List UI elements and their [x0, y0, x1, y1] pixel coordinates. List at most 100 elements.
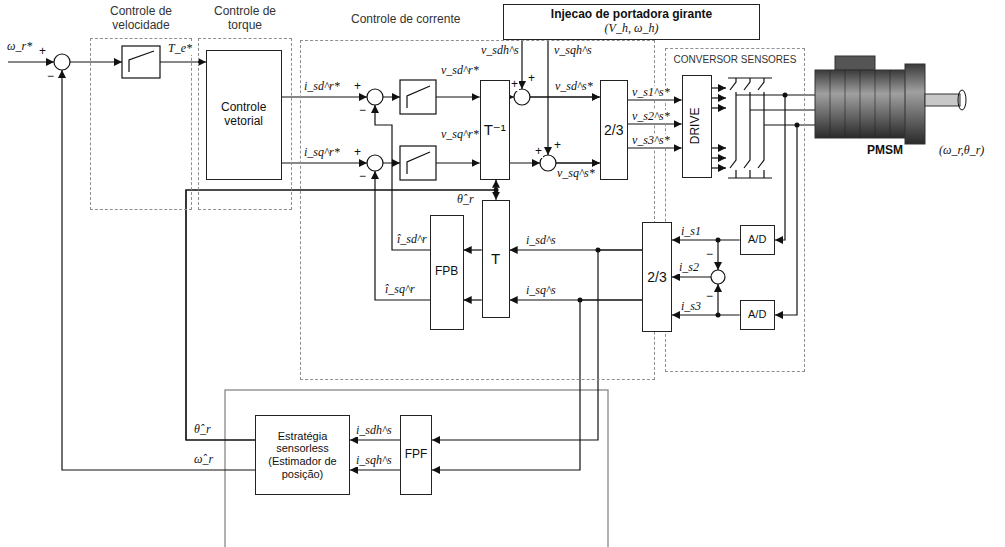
- sign: −: [358, 170, 367, 183]
- signal-name: (ω_r,θ_r): [938, 144, 985, 157]
- signal-wire: [8, 61, 54, 62]
- junction-dot: [716, 238, 721, 243]
- signal-wire: [70, 61, 122, 62]
- estimator-frame: [225, 390, 608, 547]
- signal-wire: [672, 276, 711, 277]
- control-region: Controle de velocidade: [90, 38, 192, 210]
- signal-wire: [712, 147, 726, 148]
- arrowhead: [532, 159, 540, 167]
- arrowhead: [359, 93, 367, 101]
- signal-name: v_sqh^s: [553, 44, 593, 57]
- box-label: FPB: [435, 265, 458, 279]
- box-label: (V_h, ω_h): [605, 22, 659, 36]
- inverter-bridge: [736, 95, 815, 125]
- pi-controller: [400, 80, 436, 114]
- signal-connector: [186, 190, 496, 440]
- signal-wire: [712, 107, 726, 108]
- signal-name: i_sdh^s: [355, 424, 393, 437]
- pmsm-motor: [835, 56, 875, 70]
- junction-dot: [578, 298, 583, 303]
- pi-controller: [400, 146, 436, 180]
- signal-wire: [712, 167, 726, 168]
- region-heading: Controle de corrente: [351, 13, 460, 27]
- box-label: 2/3: [647, 269, 666, 285]
- inverter-bridge: [730, 78, 736, 178]
- signal-connector: [672, 239, 740, 240]
- signal-connector: [522, 40, 600, 97]
- injection-box: Injecao de portadora girante(V_h, ω_h): [503, 4, 760, 40]
- sign: +: [534, 145, 543, 158]
- box-label: T: [491, 250, 500, 267]
- estimator-box: Estratégia sensorless (Estimador de posi…: [255, 415, 350, 495]
- box-label: DRIVE: [690, 108, 704, 145]
- motor-name: PMSM: [866, 144, 904, 157]
- process-box: Controle vetorial: [206, 50, 282, 180]
- signal-name: i_sq^s: [525, 284, 557, 297]
- sign: +: [553, 139, 562, 152]
- junction-dot: [494, 188, 499, 193]
- signal-name: î_sd^r: [396, 233, 428, 246]
- pi-symbol: [407, 86, 430, 108]
- region-heading: Controle de velocidade: [91, 5, 191, 33]
- box-label: A/D: [748, 308, 766, 321]
- transform-box: T⁻¹: [480, 80, 510, 180]
- control-region: Controle de torqueControle vetorial: [198, 38, 292, 210]
- pmsm-motor: [958, 90, 966, 110]
- signal-name: θ̂_r: [193, 423, 212, 436]
- summing-junction: [54, 54, 725, 284]
- sign: −: [46, 70, 55, 83]
- pi-symbol: [129, 51, 154, 72]
- box-label: T⁻¹: [484, 121, 506, 138]
- arrowhead: [518, 81, 526, 89]
- summing-junction: [367, 89, 383, 105]
- signal-name: v_s3^s*: [631, 134, 671, 147]
- arrowhead: [392, 93, 400, 101]
- signal-name: ω̂_r: [193, 453, 214, 466]
- signal-connector: [464, 249, 482, 250]
- inverter-bridge: [758, 78, 764, 178]
- sign: +: [353, 146, 362, 159]
- signal-connector: [350, 439, 400, 440]
- sign: −: [705, 248, 714, 261]
- signal-connector: [672, 314, 740, 315]
- summing-junction: [367, 155, 383, 171]
- filter-box: FPF: [400, 415, 432, 495]
- signal-connector: [350, 469, 400, 470]
- junction-dot: [596, 248, 601, 253]
- sign: +: [353, 80, 362, 93]
- summing-junction: [54, 54, 70, 70]
- inverter-bridge: [744, 78, 750, 178]
- signal-name: i_s1: [680, 225, 702, 238]
- signal-name: v_s2^s*: [631, 110, 671, 123]
- signal-wire: [717, 284, 718, 315]
- summing-junction: [514, 89, 530, 105]
- adc-box: A/D: [740, 225, 775, 255]
- drive-box: DRIVE: [682, 75, 712, 178]
- transform-box: T: [482, 200, 510, 318]
- junction-dot: [783, 93, 788, 98]
- pmsm-motor: [815, 70, 907, 138]
- signal-connector: [548, 40, 600, 163]
- box-label: Estratégia sensorless (Estimador de posi…: [259, 430, 346, 481]
- pmsm-motor: [905, 64, 925, 144]
- signal-name: θ̂_r: [456, 193, 475, 206]
- arrowhead: [544, 147, 552, 155]
- signal-name: i_sqh^s: [355, 454, 393, 467]
- signal-wire: [8, 62, 797, 470]
- signal-wire: [712, 87, 726, 88]
- signal-name: i_sq^r*: [303, 146, 341, 159]
- estimator-frame: [225, 390, 608, 547]
- signal-connector: [186, 180, 496, 440]
- transform-box: 2/3: [642, 222, 672, 332]
- box-label: FPF: [405, 448, 428, 462]
- box-label: 2/3: [604, 122, 623, 138]
- signal-wire: [717, 240, 718, 270]
- sign: +: [527, 72, 536, 85]
- signal-name: v_s1^s*: [631, 86, 671, 99]
- signal-name: v_sd^r*: [440, 64, 480, 77]
- inverter-bridge: [728, 78, 772, 178]
- transform-box: 2/3: [600, 80, 628, 180]
- junction-dot: [716, 313, 721, 318]
